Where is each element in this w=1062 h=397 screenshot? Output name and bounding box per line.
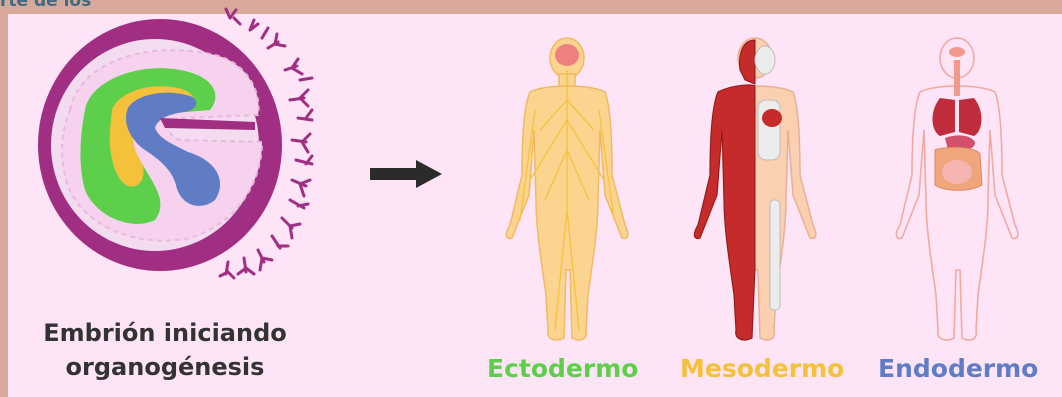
endodermo-label: Endodermo — [878, 354, 1038, 383]
embryo-caption: Embrión iniciando organogénesis — [0, 316, 330, 384]
right-arrow-icon — [370, 160, 442, 188]
ectodermo-label: Ectodermo — [487, 354, 638, 383]
embryo-caption-line2: organogénesis — [0, 350, 330, 384]
digestive-system-figure — [896, 38, 1017, 340]
mesodermo-label: Mesodermo — [680, 354, 844, 383]
embryo-caption-line1: Embrión iniciando — [0, 316, 330, 350]
muscular-system-figure — [694, 38, 815, 340]
nervous-system-figure — [506, 38, 627, 340]
embryo-illustration — [38, 9, 312, 278]
